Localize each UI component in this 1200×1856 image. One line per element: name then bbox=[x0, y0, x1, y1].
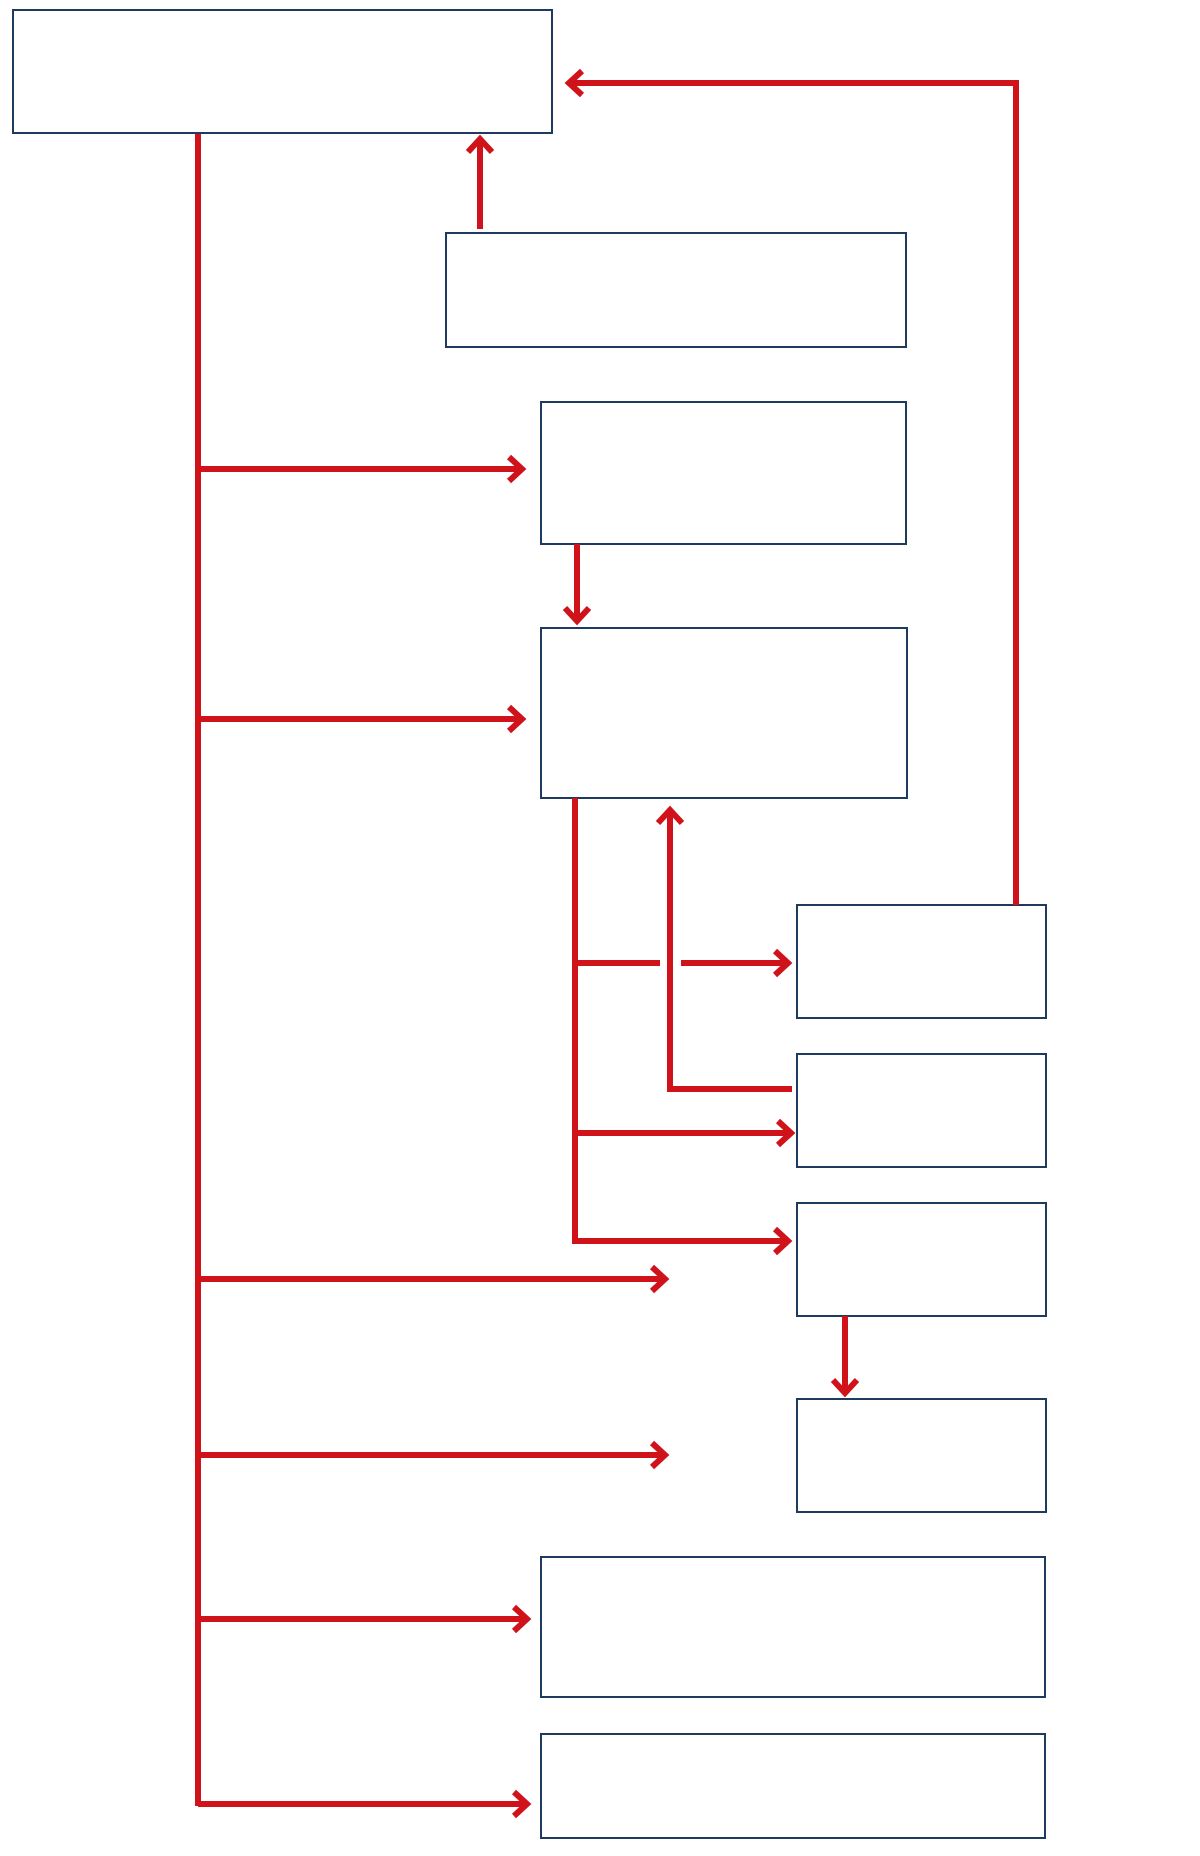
box-fourth bbox=[540, 627, 908, 799]
arrow-head-trunk-to-wide-1 bbox=[511, 1604, 532, 1634]
arrow-head-trunk-to-third bbox=[506, 454, 527, 484]
arrow-head-trunk-short-2 bbox=[649, 1440, 670, 1470]
arrow-right-2-to-fourth bbox=[667, 812, 792, 1092]
diagram-boxes bbox=[12, 9, 1047, 1839]
arrow-head-third-to-fourth bbox=[562, 605, 592, 626]
box-second bbox=[445, 232, 907, 348]
arrow-head-second-to-top bbox=[465, 134, 495, 155]
arrow-head-trunk-short-1 bbox=[649, 1264, 670, 1294]
box-right-1 bbox=[796, 904, 1047, 1019]
arrow-head-feedback-to-top bbox=[564, 68, 585, 98]
arrow-head-fourth-to-right-1 bbox=[772, 948, 793, 978]
arrow-head-right-3-to-right-4 bbox=[830, 1377, 860, 1398]
arrow-head-trunk-to-wide-2 bbox=[511, 1789, 532, 1819]
box-wide-2 bbox=[540, 1733, 1046, 1839]
box-right-4 bbox=[796, 1398, 1047, 1513]
box-wide-1 bbox=[540, 1556, 1046, 1698]
box-right-3 bbox=[796, 1202, 1047, 1317]
arrow-head-fourth-to-right-3 bbox=[772, 1226, 793, 1256]
box-right-2 bbox=[796, 1053, 1047, 1168]
box-top bbox=[12, 9, 553, 134]
diagram-connectors bbox=[195, 68, 1019, 1819]
arrow-feedback-to-top bbox=[571, 80, 1019, 905]
arrow-head-fourth-to-right-2 bbox=[775, 1118, 796, 1148]
arrow-head-trunk-to-fourth bbox=[506, 704, 527, 734]
arrow-head-right-2-to-fourth bbox=[655, 805, 685, 826]
box-third bbox=[540, 401, 907, 545]
